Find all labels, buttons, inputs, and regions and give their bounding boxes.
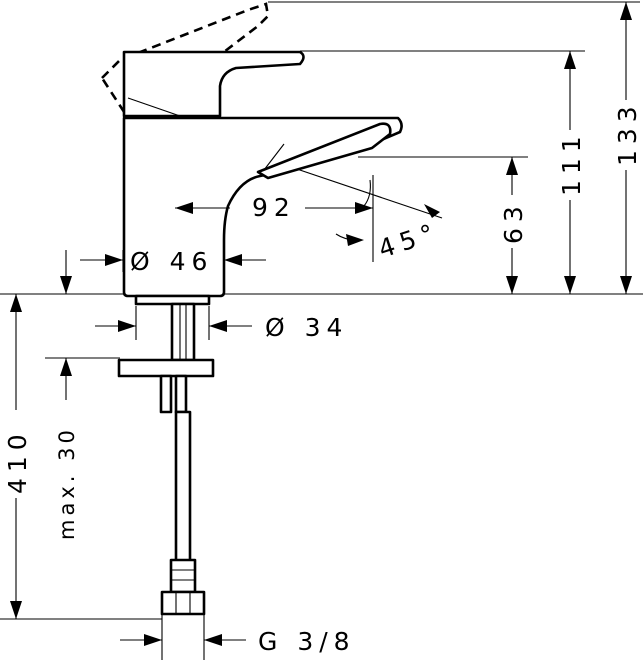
dimension-labels: 92 45° Ø 46 Ø 34 G 3/8 63 111 133 410 ma… (3, 100, 642, 656)
label-hose-length: 410 (3, 428, 32, 494)
label-lever-angle: 45° (375, 217, 443, 264)
label-max-counter-thickness: max. 30 (55, 426, 79, 540)
label-total-height: 133 (613, 100, 642, 166)
label-mount-diameter: Ø 34 (265, 313, 348, 342)
faucet (100, 2, 403, 616)
label-thread: G 3/8 (258, 627, 356, 656)
label-spout-reach: 92 (252, 193, 296, 222)
label-spout-height: 63 (499, 200, 528, 244)
dimension-arrows (10, 2, 632, 646)
label-lever-height: 111 (557, 130, 586, 196)
label-body-diameter: Ø 46 (130, 247, 213, 276)
